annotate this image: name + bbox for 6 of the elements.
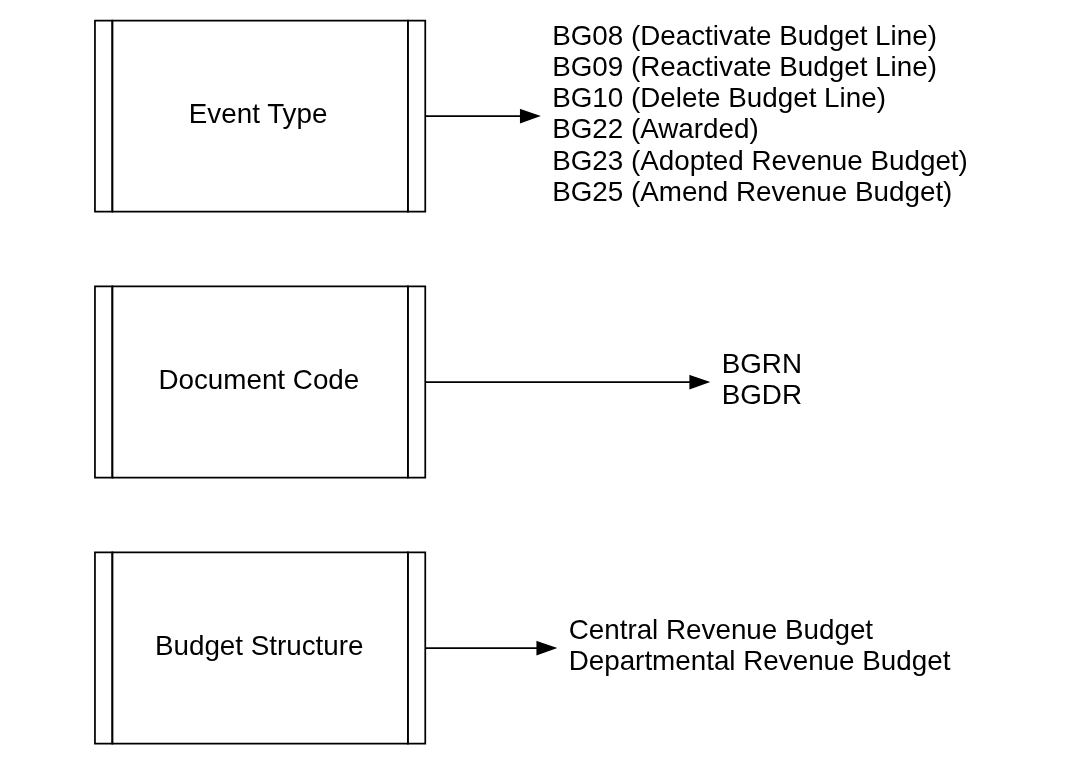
node-text: BG08 (Deactivate Budget Line) BG09 (Reactivate Budget Line) BG10 (Delete Budget Line) BG22 (Awarded) BG23 (Adopted Revenue Budget) BG25 (Amend Revenue Budget) (552, 19, 968, 207)
arrow (424, 108, 541, 124)
arrow (424, 640, 558, 656)
arrow (424, 374, 711, 390)
node-text: Central Revenue Budget Departmental Revenue Budget (568, 614, 951, 677)
node-text: BGRN BGDR (721, 348, 802, 411)
